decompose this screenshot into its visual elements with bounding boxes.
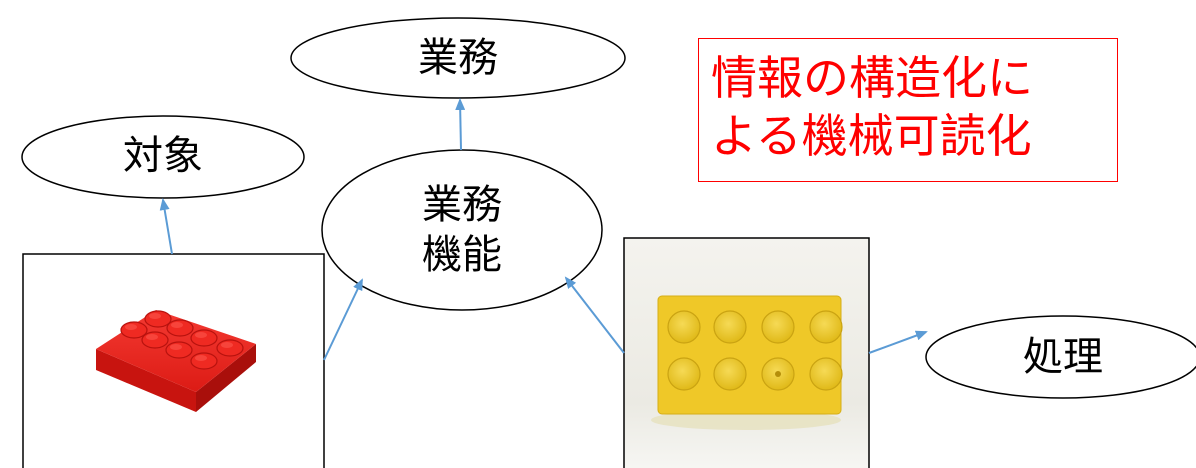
arrow-brick-to-taisho (159, 198, 173, 255)
node-shori-label: 処理 (1023, 334, 1103, 380)
note-line-1: 情報の構造化に (711, 51, 1033, 105)
node-gyomu-kino-ellipse (321, 149, 603, 311)
arrow-plate-to-shori (868, 330, 928, 354)
note-line-2: よる機械可読化 (711, 109, 1032, 163)
arrow-plate-to-gyomu-kino (564, 276, 625, 354)
node-gyomu-label: 業務 (418, 35, 498, 81)
red-brick-image (96, 310, 256, 412)
node-gyomu-kino-label: 業務 機能 (422, 182, 502, 278)
node-shori-ellipse (925, 315, 1196, 399)
node-gyomu-ellipse (290, 17, 626, 99)
node-taisho-label: 対象 (123, 133, 203, 179)
note-box: 情報の構造化に よる機械可読化 (698, 38, 1118, 182)
node-taisho-ellipse (21, 115, 305, 199)
yellow-plate-image (651, 295, 843, 430)
arrow-gyomu-kino-to-gyomu (455, 98, 466, 151)
arrow-brick-to-gyomu-kino (323, 278, 363, 361)
